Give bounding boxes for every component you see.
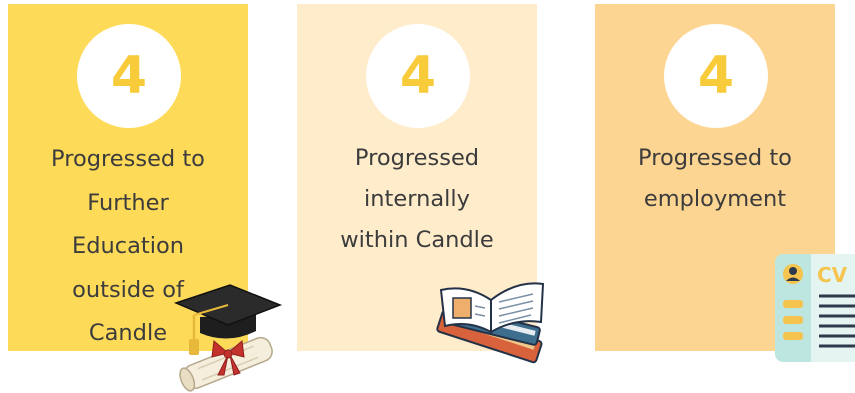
stat-label: Progressed to Further Education outside … (20, 138, 236, 356)
stat-label-line: Progressed to (51, 146, 205, 172)
cv-icon-text: CV (817, 263, 848, 287)
count-value: 4 (399, 46, 437, 106)
count-value: 4 (110, 46, 148, 106)
stat-label-line: outside of (72, 276, 184, 303)
stat-label-line: Further (87, 189, 169, 216)
stat-label-line: Progressed to (638, 145, 792, 171)
stat-label: Progressed to employment (607, 138, 823, 220)
stat-label-line: within Candle (340, 227, 494, 253)
stat-card-further-education: 4 Progressed to Further Education outsid… (8, 4, 248, 351)
graduation-cap-diploma-icon (173, 284, 283, 392)
cv-resume-icon: CV (773, 250, 855, 364)
stat-label-line: employment (643, 186, 787, 212)
count-circle: 4 (77, 24, 181, 128)
stat-label-line: Education (71, 233, 185, 259)
stat-card-internal: 4 Progressed internally within Candle (297, 4, 537, 351)
books-icon (436, 282, 545, 364)
stat-label: Progressed internally within Candle (309, 138, 525, 261)
count-value: 4 (697, 46, 735, 106)
stat-label-line: internally (364, 186, 470, 212)
stat-label-line: Candle (88, 320, 168, 346)
count-circle: 4 (366, 24, 470, 128)
stat-label-line: Progressed (354, 145, 480, 171)
count-circle: 4 (664, 24, 768, 128)
